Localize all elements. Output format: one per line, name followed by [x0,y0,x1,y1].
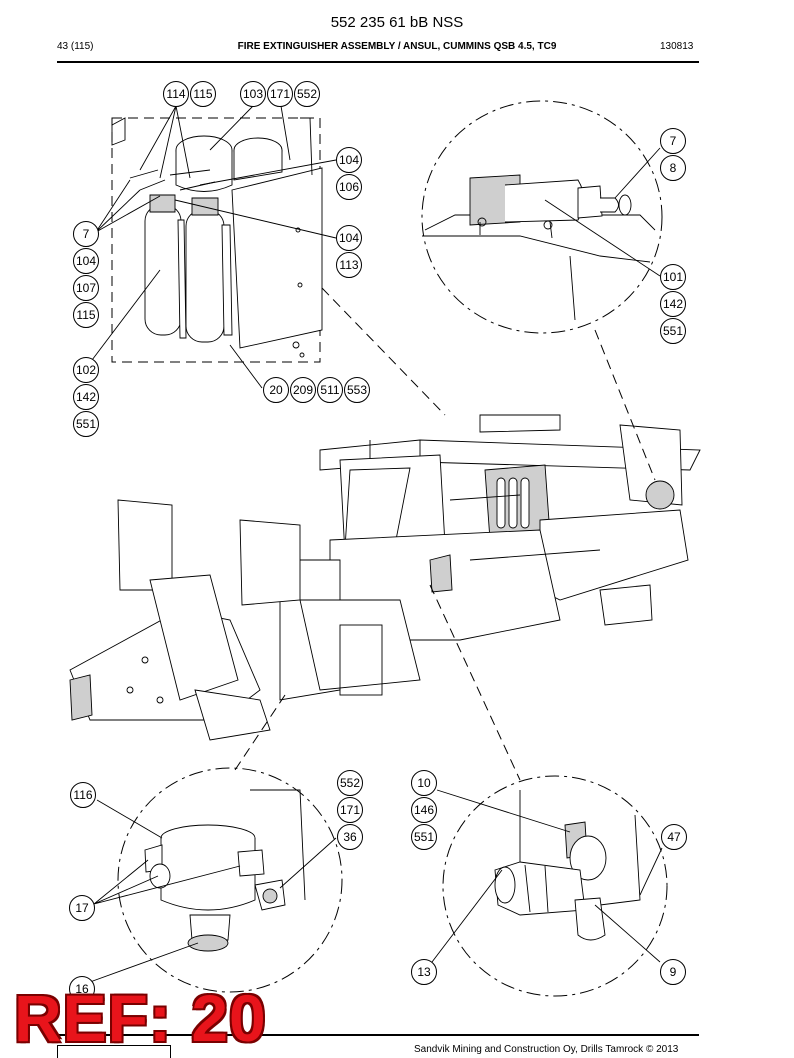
svg-text:142: 142 [663,297,683,311]
callout-115: 115 [73,302,99,328]
svg-text:103: 103 [243,87,263,101]
detail-valve [442,775,668,997]
document-code: 130813 [660,41,694,52]
callout-171: 171 [267,81,293,107]
callout-142: 142 [73,384,99,410]
svg-text:104: 104 [339,153,359,167]
footer-rule [57,1034,699,1036]
callout-142: 142 [660,291,686,317]
detail-circle-bottom-left [117,767,343,993]
callout-511: 511 [317,377,343,403]
callout-104: 104 [336,147,362,173]
detail-mounting-bracket [421,100,663,334]
callout-171: 171 [337,797,363,823]
svg-text:102: 102 [76,363,96,377]
callout-146: 146 [411,797,437,823]
callout-116: 116 [70,782,96,808]
callout-8: 8 [660,155,686,181]
callout-16: 16 [69,976,95,1002]
svg-text:511: 511 [320,383,339,397]
svg-text:8: 8 [670,161,677,175]
callout-114: 114 [163,81,189,107]
svg-text:13: 13 [417,965,431,979]
callout-13: 13 [411,959,437,985]
footer-copyright: Sandvik Mining and Construction Oy, Dril… [414,1044,679,1055]
document-number: 552 235 61 bB NSS [330,14,464,31]
svg-text:17: 17 [75,901,89,915]
svg-text:553: 553 [347,383,367,397]
callout-7: 7 [660,128,686,154]
detail-connectors [234,287,656,781]
callout-551: 551 [660,318,686,344]
callout-10: 10 [411,770,437,796]
detail-circle-bottom-right [442,775,668,997]
svg-text:552: 552 [297,87,317,101]
svg-text:209: 209 [293,383,313,397]
callout-551: 551 [411,824,437,850]
svg-text:106: 106 [339,180,359,194]
callout-36: 36 [337,824,363,850]
callout-552: 552 [337,770,363,796]
svg-text:142: 142 [76,390,96,404]
svg-text:7: 7 [670,134,677,148]
svg-text:104: 104 [76,254,96,268]
company-logo [57,1045,171,1058]
ref-stamp: REF: 20 [14,981,267,1055]
callout-101: 101 [660,264,686,290]
svg-text:104: 104 [339,231,359,245]
extinguisher-bottle-left [144,204,182,336]
svg-text:115: 115 [76,308,95,322]
svg-text:20: 20 [269,383,283,397]
svg-text:107: 107 [76,281,96,295]
callout-7: 7 [73,221,99,247]
svg-text:36: 36 [343,830,357,844]
svg-text:115: 115 [193,87,212,101]
detail-machine-chassis [69,414,701,741]
callout-102: 102 [73,357,99,383]
callout-113: 113 [336,252,362,278]
svg-text:171: 171 [340,803,360,817]
svg-text:551: 551 [663,324,683,338]
callout-104: 104 [73,248,99,274]
svg-text:7: 7 [83,227,90,241]
callout-9: 9 [660,959,686,985]
svg-text:551: 551 [414,830,434,844]
callout-17: 17 [69,895,95,921]
svg-text:10: 10 [417,776,431,790]
detail-circle-top-right [421,100,663,334]
callout-115: 115 [190,81,216,107]
svg-text:16: 16 [75,982,89,996]
svg-text:9: 9 [670,965,677,979]
svg-text:552: 552 [340,776,360,790]
callout-103: 103 [240,81,266,107]
svg-text:116: 116 [73,788,92,802]
callout-106: 106 [336,174,362,200]
callout-551: 551 [73,411,99,437]
svg-text:101: 101 [663,270,683,284]
svg-text:551: 551 [76,417,96,431]
svg-text:146: 146 [414,803,434,817]
svg-text:47: 47 [667,830,681,844]
svg-text:113: 113 [339,258,358,272]
svg-text:171: 171 [270,87,290,101]
callout-552: 552 [294,81,320,107]
callout-553: 553 [344,377,370,403]
callout-209: 209 [290,377,316,403]
callout-47: 47 [661,824,687,850]
callout-leaders [85,105,663,983]
detail-nozzle-housing [117,767,343,993]
header-rule [57,61,699,63]
extinguisher-bottle-right [185,209,225,343]
detail-extinguisher-bottles [111,117,323,363]
page-number: 43 (115) [57,41,94,52]
callout-104: 104 [336,225,362,251]
svg-text:114: 114 [166,87,185,101]
callout-107: 107 [73,275,99,301]
document-title: FIRE EXTINGUISHER ASSEMBLY / ANSUL, CUMM… [237,41,557,52]
callout-20: 20 [263,377,289,403]
